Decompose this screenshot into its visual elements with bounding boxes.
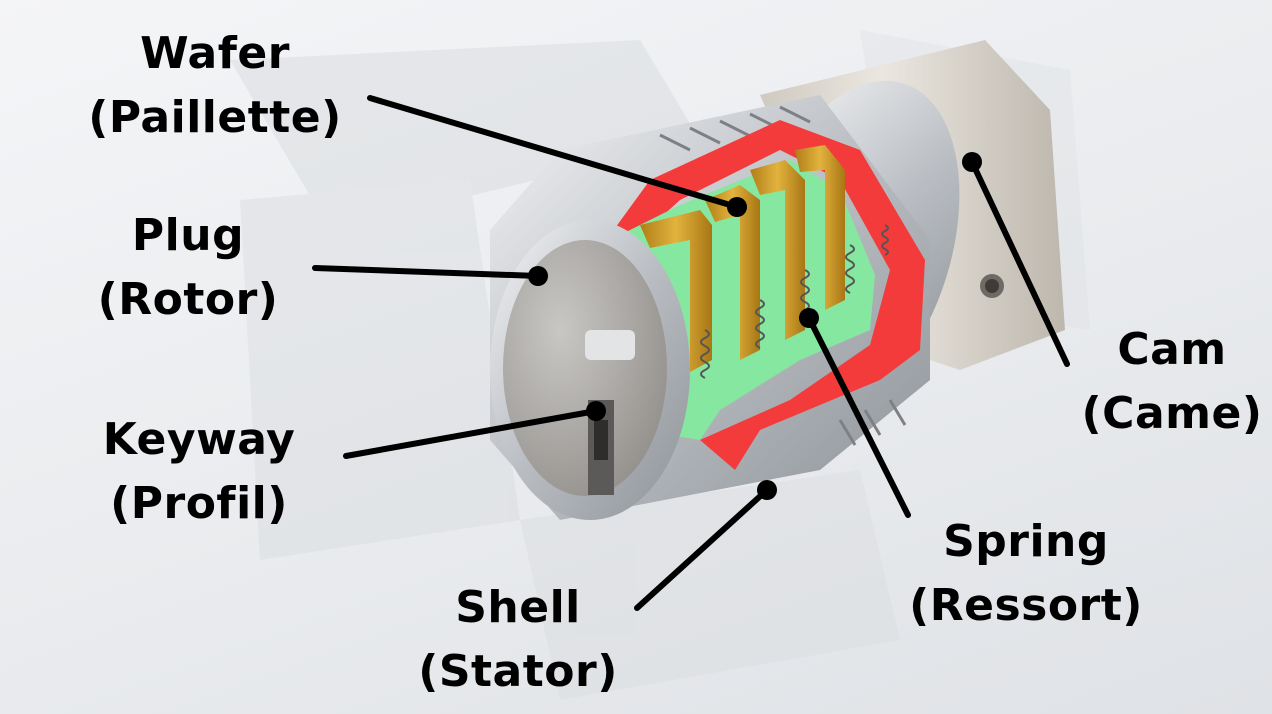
label-cam-name: Cam [1117,324,1227,375]
wafers [640,145,845,372]
label-plug-name: Plug [131,210,245,261]
label-wafer-alt: (Paillette) [88,92,342,143]
leader-spring [806,315,911,518]
label-spring: Spring (Ressort) [900,510,1152,638]
label-spring-name: Spring [943,516,1109,567]
leader-shell [634,487,770,611]
label-wafer-name: Wafer [140,28,290,79]
label-spring-alt: (Ressort) [909,580,1143,631]
leader-keyway [343,408,599,459]
label-plug: Plug (Rotor) [90,204,286,332]
leader-wafer [367,95,740,210]
label-plug-alt: (Rotor) [97,274,279,325]
label-shell-alt: (Stator) [418,646,618,697]
leader-lines [312,95,1070,611]
label-wafer: Wafer (Paillette) [78,22,352,150]
leader-plug [312,265,541,279]
leader-cam [969,159,1070,367]
label-cam-alt: (Came) [1081,388,1263,439]
label-keyway-name: Keyway [102,414,296,465]
label-keyway: Keyway (Profil) [86,408,312,536]
plug-face [490,220,690,520]
leader-dots [528,152,982,500]
label-shell-name: Shell [455,582,581,633]
stator-cut-section [610,120,925,470]
label-keyway-alt: (Profil) [110,478,288,529]
label-shell: Shell (Stator) [412,576,624,704]
label-cam: Cam (Came) [1074,318,1270,446]
